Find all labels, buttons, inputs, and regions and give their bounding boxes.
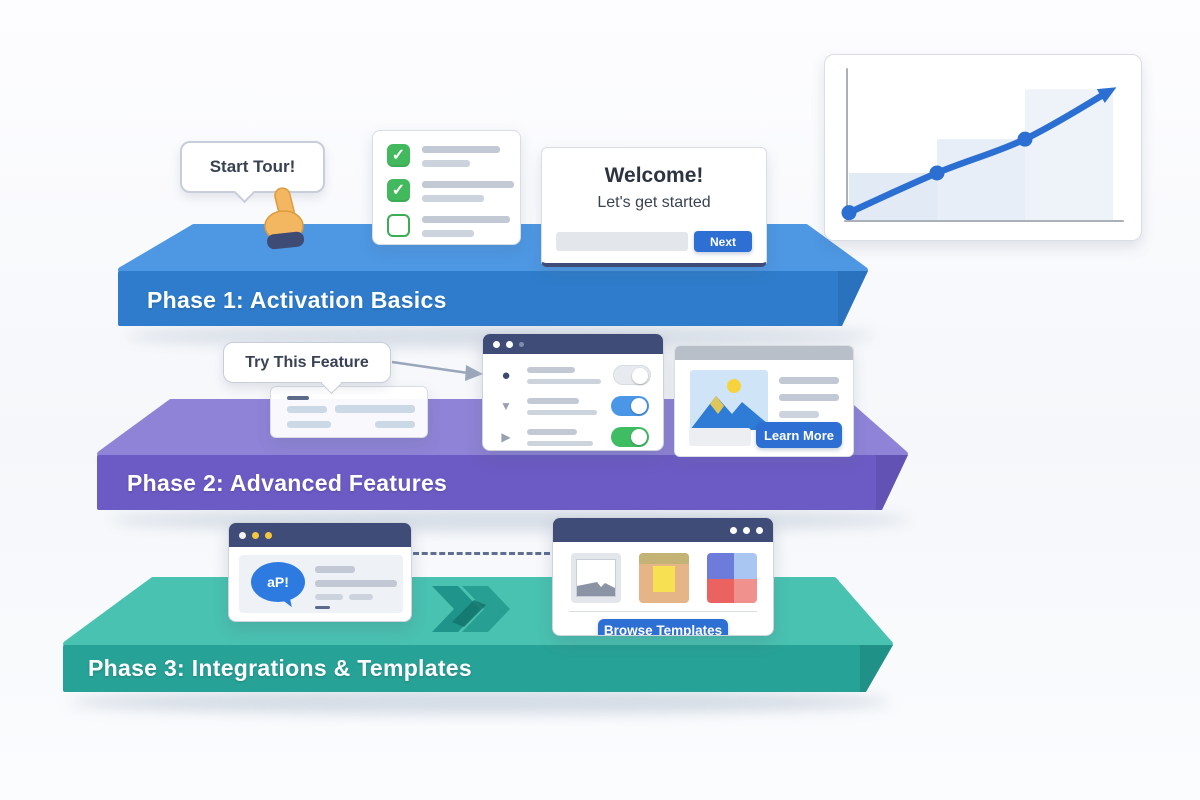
text-line bbox=[527, 428, 577, 435]
platform-2-front bbox=[97, 455, 876, 510]
platform-3-shadow bbox=[70, 690, 890, 714]
text-line bbox=[527, 440, 593, 446]
platform-1-side bbox=[836, 271, 868, 326]
text-line bbox=[422, 216, 510, 223]
text-line bbox=[527, 366, 575, 373]
onboarding-checklist-card: ✓ ✓ bbox=[372, 130, 521, 245]
text-line bbox=[527, 397, 579, 404]
text-line bbox=[349, 594, 373, 600]
dashed-connector-line bbox=[413, 552, 550, 555]
window-dot bbox=[252, 531, 259, 539]
api-browser-window: aP! bbox=[228, 522, 412, 622]
pointer-arrow-icon bbox=[391, 360, 483, 381]
chevron-down-icon: ▼ bbox=[500, 399, 512, 413]
browse-templates-button[interactable]: Browse Templates bbox=[598, 619, 728, 635]
window-dot bbox=[743, 526, 750, 534]
hand-cursor-icon bbox=[264, 187, 305, 250]
template-thumb-image[interactable] bbox=[571, 553, 621, 603]
platform-3-front bbox=[63, 645, 860, 692]
text-line bbox=[779, 394, 839, 401]
window-dot bbox=[756, 526, 763, 534]
check-icon: ✓ bbox=[391, 181, 406, 199]
toggle-on-green[interactable] bbox=[611, 427, 649, 447]
text-line bbox=[335, 405, 415, 413]
feature-form-card bbox=[270, 386, 428, 438]
text-line bbox=[779, 377, 839, 384]
window-dot bbox=[730, 526, 737, 534]
welcome-subtitle: Let's get started bbox=[597, 194, 711, 211]
divider bbox=[569, 611, 757, 612]
learn-more-card: Learn More bbox=[674, 345, 854, 457]
settings-row: ▶ bbox=[497, 427, 649, 447]
window-header bbox=[553, 518, 773, 542]
window-dot bbox=[493, 340, 500, 348]
welcome-dialog: Welcome! Let's get started Next bbox=[541, 147, 767, 267]
templates-window: Browse Templates bbox=[552, 517, 774, 636]
platform-3-side bbox=[858, 645, 893, 692]
text-line bbox=[422, 195, 484, 202]
phase-1-title: Phase 1: Activation Basics bbox=[147, 287, 447, 313]
start-tour-bubble[interactable]: Start Tour! bbox=[180, 141, 325, 204]
feature-settings-panel: ● ▼ ▶ bbox=[482, 333, 664, 451]
checklist-item: ✓ bbox=[387, 179, 514, 202]
text-line bbox=[287, 396, 309, 400]
phase-2-title: Phase 2: Advanced Features bbox=[127, 470, 448, 496]
text-line bbox=[779, 411, 819, 418]
text-line bbox=[315, 580, 397, 587]
learn-more-button[interactable]: Learn More bbox=[756, 422, 842, 448]
platform-1-front bbox=[118, 271, 838, 326]
phase-3-title: Phase 3: Integrations & Templates bbox=[88, 655, 472, 681]
check-icon: ✓ bbox=[391, 146, 406, 164]
placeholder-bar bbox=[689, 428, 751, 446]
text-line bbox=[527, 409, 597, 415]
try-feature-bubble[interactable]: Try This Feature bbox=[223, 342, 391, 395]
window-dot bbox=[506, 340, 513, 348]
window-dot bbox=[239, 531, 246, 539]
checkbox-checked[interactable]: ✓ bbox=[387, 144, 410, 167]
checklist-item: ✓ bbox=[387, 144, 506, 167]
api-bubble-text: aP! bbox=[267, 574, 289, 590]
template-thumb-color[interactable] bbox=[639, 553, 689, 603]
settings-row: ▼ bbox=[497, 396, 649, 416]
text-line bbox=[315, 594, 343, 600]
window-dot bbox=[265, 531, 272, 539]
checkbox-unchecked[interactable] bbox=[387, 214, 410, 237]
try-feature-label: Try This Feature bbox=[245, 353, 369, 371]
play-icon: ▶ bbox=[501, 430, 511, 444]
toggle-off[interactable] bbox=[613, 365, 651, 385]
text-line bbox=[287, 406, 327, 413]
text-line bbox=[527, 378, 601, 384]
api-chat-bubble: aP! bbox=[251, 562, 305, 609]
text-line bbox=[422, 230, 474, 237]
settings-row: ● bbox=[497, 365, 651, 385]
next-button[interactable]: Next bbox=[694, 231, 752, 252]
text-line bbox=[422, 160, 470, 167]
platform-2-side bbox=[874, 455, 908, 510]
checkbox-checked[interactable]: ✓ bbox=[387, 179, 410, 202]
welcome-title: Welcome! bbox=[604, 164, 704, 187]
content-panel: aP! bbox=[239, 555, 403, 613]
text-line bbox=[315, 566, 355, 573]
window-header bbox=[229, 523, 411, 547]
card-header-bar bbox=[675, 346, 853, 360]
input-placeholder-bar[interactable] bbox=[556, 232, 688, 251]
window-header bbox=[483, 334, 663, 354]
text-line bbox=[422, 146, 500, 153]
template-thumb-grid[interactable] bbox=[707, 553, 757, 603]
window-dot bbox=[519, 341, 524, 347]
chevron-arrows bbox=[432, 586, 510, 632]
start-tour-label: Start Tour! bbox=[209, 157, 296, 176]
filled-circle-icon: ● bbox=[501, 366, 511, 384]
image-thumbnail-icon bbox=[690, 370, 768, 430]
text-line bbox=[375, 421, 415, 428]
bubble-tail bbox=[282, 598, 292, 609]
growth-chart-card bbox=[824, 54, 1142, 241]
text-line bbox=[422, 181, 514, 188]
text-line bbox=[287, 421, 331, 428]
growth-chart bbox=[841, 68, 1124, 222]
toggle-on-blue[interactable] bbox=[611, 396, 649, 416]
text-line bbox=[315, 606, 330, 609]
checklist-item bbox=[387, 214, 510, 237]
